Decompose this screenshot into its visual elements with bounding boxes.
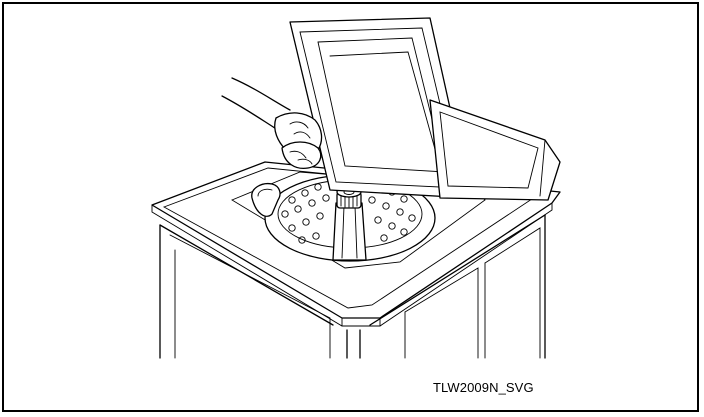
hand-with-cloth [221, 77, 323, 170]
wash-basket [231, 171, 486, 269]
agitator [332, 186, 367, 261]
control-console [429, 99, 561, 201]
washer-cabinet [159, 214, 546, 359]
dispenser-cup [251, 182, 281, 217]
figure-caption: TLW2009N_SVG [433, 380, 534, 395]
